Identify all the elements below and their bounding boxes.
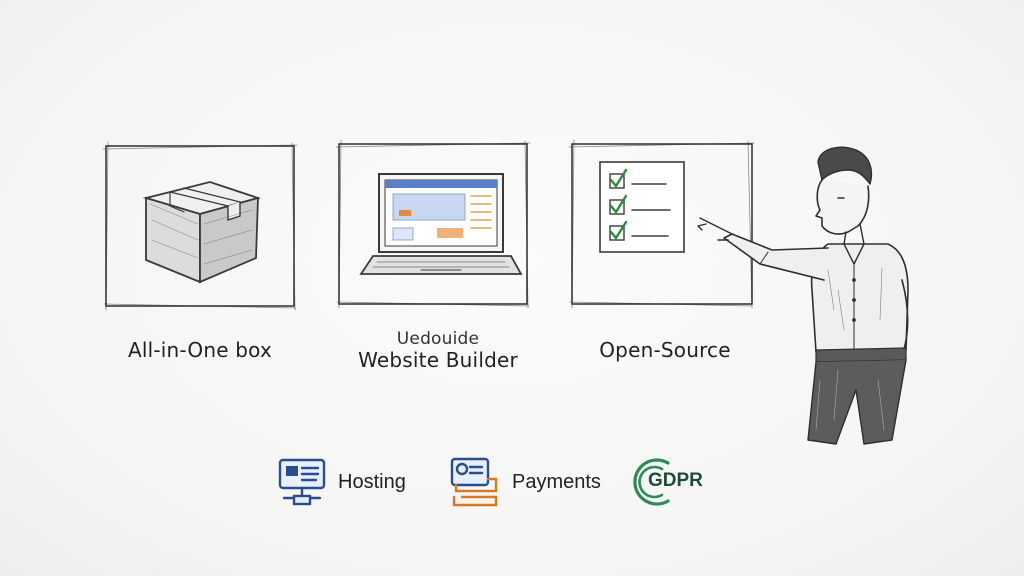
laptop-icon xyxy=(335,139,531,309)
feature-gdpr-label: GDPR xyxy=(648,470,703,491)
caption-website-builder: Uedouide Website Builder xyxy=(343,330,533,372)
checklist-icon xyxy=(568,139,755,309)
panel-all-in-one xyxy=(100,140,300,312)
feature-hosting-label: Hosting xyxy=(338,470,406,493)
feature-payments-label: Payments xyxy=(512,470,601,493)
presenter xyxy=(688,140,928,464)
panel-open-source xyxy=(566,138,756,310)
box-icon xyxy=(102,141,298,311)
caption-website-builder-main: Website Builder xyxy=(358,348,518,372)
feature-payments: Payments xyxy=(448,456,601,508)
feature-gdpr: GDPR xyxy=(626,456,706,508)
gdpr-badge-icon xyxy=(633,458,670,506)
payments-terminal-icon xyxy=(450,457,498,507)
hosting-server-icon xyxy=(278,458,326,506)
caption-open-source: Open-Source xyxy=(599,338,731,362)
feature-hosting: Hosting xyxy=(276,456,406,508)
presenter-pointing-icon xyxy=(697,146,909,445)
caption-all-in-one: All-in-One box xyxy=(127,338,273,362)
panel-website-builder xyxy=(333,138,533,310)
caption-website-builder-top: Uedouide xyxy=(396,329,480,349)
